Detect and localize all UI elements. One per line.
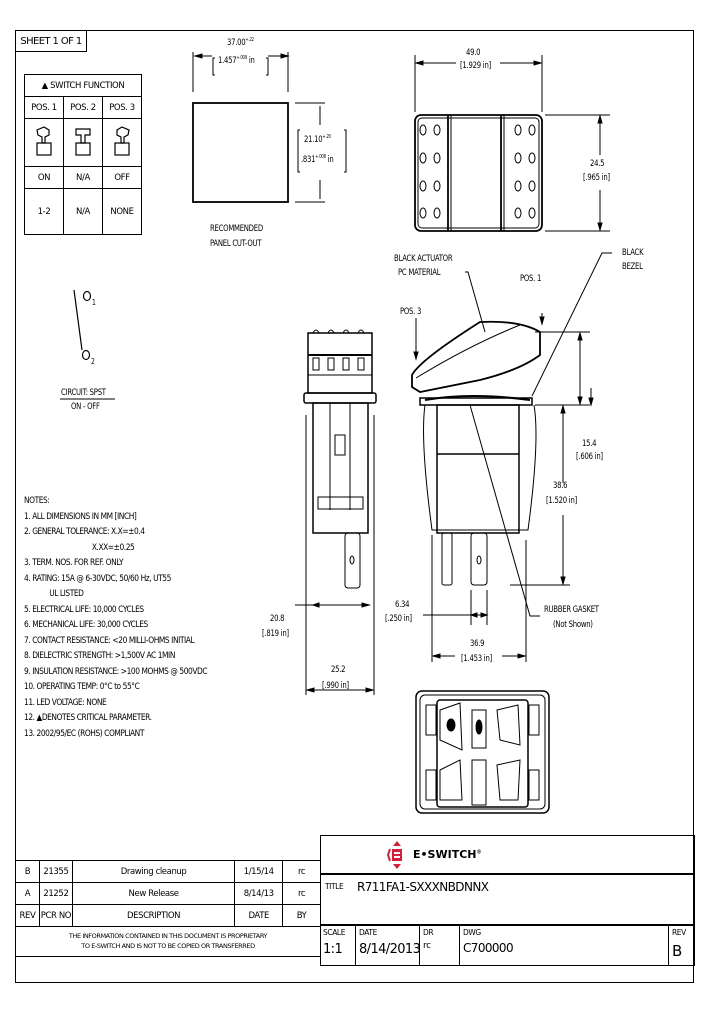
- note-item: 11. LED VOLTAGE: NONE: [24, 697, 107, 708]
- circuit-type: CIRCUIT: SPST: [61, 388, 106, 398]
- note-item: 4. RATING: 15A @ 6-30VDC, 50/60 Hz, UT55: [24, 573, 171, 584]
- circuit-function: ON - OFF: [71, 402, 100, 412]
- critical-triangle-icon: ▲: [41, 80, 49, 91]
- note-item: UL LISTED: [24, 589, 84, 599]
- eswitch-logo-icon: [387, 841, 402, 869]
- revision-table: B 21355 Drawing cleanup 1/15/14 rc A 212…: [15, 860, 321, 957]
- dim-15-4: 15.4: [582, 439, 597, 449]
- dim-25-2-in: [.990 in]: [322, 681, 349, 691]
- dim-6-34-in: [.250 in]: [385, 614, 412, 624]
- terminal-holes: [419, 124, 536, 219]
- cutout-label-2: PANEL CUT-OUT: [210, 239, 262, 249]
- dim-20-8: 20.8: [270, 614, 285, 624]
- pos1-callout: POS. 1: [520, 274, 542, 284]
- dim-38-6-in: [1.520 in]: [546, 496, 577, 506]
- dim-6-34: 6.34: [395, 600, 410, 610]
- notes-block: NOTES: 1. ALL DIMENSIONS IN MM [INCH] 2.…: [24, 496, 208, 744]
- note-item: 9. INSULATION RESISTANCE: >100 MOHMS @ 5…: [24, 666, 208, 677]
- dwg-cell: DWG C700000: [459, 924, 669, 966]
- dim-36-9-in: [1.453 in]: [461, 654, 492, 664]
- revision-row: B 21355 Drawing cleanup 1/15/14 rc: [15, 860, 321, 883]
- top-height-in: [.965 in]: [583, 173, 610, 183]
- notes-heading: NOTES:: [24, 496, 50, 506]
- actuator-pos2-icon: [62, 118, 103, 167]
- dim-38-6: 38.6: [553, 481, 568, 491]
- rev-cell: REV B: [668, 924, 695, 966]
- scale-value: 1:1: [323, 942, 343, 957]
- top-width-in: [1.929 in]: [460, 61, 491, 71]
- note-item: 3. TERM. NOS. FOR REF. ONLY: [24, 558, 124, 568]
- gasket-callout-1: RUBBER GASKET: [544, 605, 599, 615]
- brand-cell: E•SWITCH®: [320, 835, 695, 875]
- note-item: 5. ELECTRICAL LIFE: 10,000 CYCLES: [24, 604, 144, 615]
- date-value: 8/14/2013: [359, 942, 421, 957]
- rev-value: B: [672, 942, 682, 960]
- cutout-height-in: .831+.008 in: [301, 154, 334, 165]
- part-number-title: R711FA1-SXXXNBDNNX: [357, 880, 489, 894]
- panel-cutout-outline: [192, 102, 289, 203]
- revision-header-row: REV PCR NO DESCRIPTION DATE BY: [15, 904, 321, 927]
- note-item: 12. ▲DENOTES CRITICAL PARAMETER.: [24, 713, 152, 723]
- note-item: X.XX=±0.25: [24, 542, 135, 553]
- date-cell: DATE 8/14/2013: [355, 924, 421, 966]
- cutout-label-1: RECOMMENDED: [210, 224, 263, 234]
- dwg-value: C700000: [463, 941, 514, 955]
- cutout-width-mm: 37.00+.22: [227, 37, 254, 48]
- drawing-frame: [15, 30, 694, 983]
- top-height-mm: 24.5: [590, 159, 605, 169]
- drawn-by-value: rc: [423, 941, 431, 951]
- gasket-callout-2: (Not Shown): [553, 620, 593, 630]
- circuit-cell: NONE: [101, 188, 143, 235]
- brand-name: E•SWITCH®: [413, 848, 482, 861]
- note-item: 13. 2002/95/EC (ROHS) COMPLIANT: [24, 728, 144, 739]
- actuator-callout-1: BLACK ACTUATOR: [394, 254, 453, 264]
- revision-row: A 21252 New Release 8/14/13 rc: [15, 882, 321, 905]
- note-item: 6. MECHANICAL LIFE: 30,000 CYCLES: [24, 620, 148, 630]
- actuator-pos1-icon: [24, 118, 64, 167]
- pin-2: 2: [91, 357, 95, 366]
- scale-cell: SCALE 1:1: [320, 924, 356, 966]
- actuator-callout-2: PC MATERIAL: [398, 268, 441, 278]
- pos3-callout: POS. 3: [400, 307, 422, 317]
- dim-36-9: 36.9: [470, 639, 485, 649]
- title-cell: TITLE R711FA1-SXXXNBDNNX: [320, 873, 695, 926]
- drawn-by-cell: DR rc: [419, 924, 460, 966]
- circuit-cell: 1-2: [24, 188, 64, 235]
- title-label: TITLE: [325, 882, 344, 891]
- cutout-height-mm: 21.10+.20: [304, 134, 331, 145]
- dim-15-4-in: [.606 in]: [576, 452, 603, 462]
- note-item: 7. CONTACT RESISTANCE: <20 MILLI-OHMS IN…: [24, 635, 195, 646]
- note-item: 8. DIELECTRIC STRENGTH: >1,500V AC 1MIN: [24, 651, 175, 661]
- dim-20-8-in: [.819 in]: [262, 629, 289, 639]
- switch-function-table: ▲ SWITCH FUNCTION POS. 1 POS. 2 POS. 3 O…: [24, 74, 143, 235]
- dim-25-2: 25.2: [331, 665, 346, 675]
- proprietary-notice: THE INFORMATION CONTAINED IN THIS DOCUME…: [15, 926, 321, 957]
- top-width-mm: 49.0: [466, 48, 481, 58]
- note-item: 1. ALL DIMENSIONS IN MM [INCH]: [24, 511, 137, 522]
- note-item: 10. OPERATING TEMP: 0°C to 55°C: [24, 682, 140, 692]
- cutout-width-in: 1.457+.009 in: [218, 55, 255, 66]
- sheet-number: SHEET 1 OF 1: [15, 30, 87, 52]
- pin-1: 1: [92, 298, 96, 307]
- note-item: 2. GENERAL TOLERANCE: X.X=±0.4: [24, 527, 145, 537]
- bezel-callout-2: BEZEL: [622, 262, 643, 272]
- bezel-callout-1: BLACK: [622, 248, 644, 258]
